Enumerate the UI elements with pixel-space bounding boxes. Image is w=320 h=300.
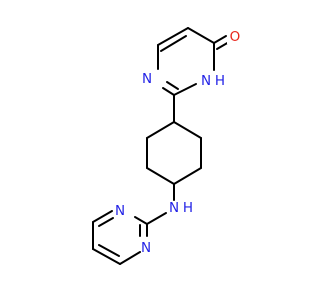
bond — [98, 217, 114, 227]
nitrogen-label: N — [169, 200, 179, 216]
oxygen-label: O — [230, 29, 241, 45]
nitrogen-label: N — [141, 240, 151, 256]
atom-n-pyrimidine-b: N — [141, 240, 151, 256]
bond — [157, 27, 189, 46]
nitrogen-label: N — [201, 73, 211, 89]
bond — [162, 87, 175, 96]
atom-n-amine: N H — [169, 200, 193, 216]
bond — [166, 81, 179, 90]
cyclohexane-ring — [146, 121, 202, 185]
nitrogen-label: N — [115, 203, 125, 219]
bond — [119, 251, 141, 265]
atom-n-pyrimidine-a: N — [115, 203, 125, 219]
bond — [92, 248, 121, 265]
bond — [213, 35, 227, 44]
bond — [160, 35, 187, 52]
bond — [146, 167, 175, 185]
bond — [146, 212, 167, 225]
molecule-structure-diagram: O N H N N H N N — [92, 27, 241, 265]
nitrogen-label: N — [142, 71, 152, 87]
bond — [146, 121, 175, 139]
label-background — [227, 28, 241, 44]
bond — [173, 83, 197, 96]
hydrogen-label: H — [215, 73, 225, 89]
bond — [187, 27, 215, 44]
structure-svg: O N H N N H N N — [92, 27, 241, 265]
pyrimidine-ring — [92, 210, 148, 265]
bond — [173, 121, 202, 139]
hydrogen-label: H — [183, 200, 193, 216]
atom-n-amide: N H — [201, 73, 225, 89]
bond — [92, 210, 113, 223]
bond — [173, 167, 202, 185]
bond — [134, 216, 148, 225]
atom-o-carbonyl: O — [227, 28, 241, 45]
bond — [98, 244, 120, 257]
atom-n-ring: N — [142, 71, 152, 87]
